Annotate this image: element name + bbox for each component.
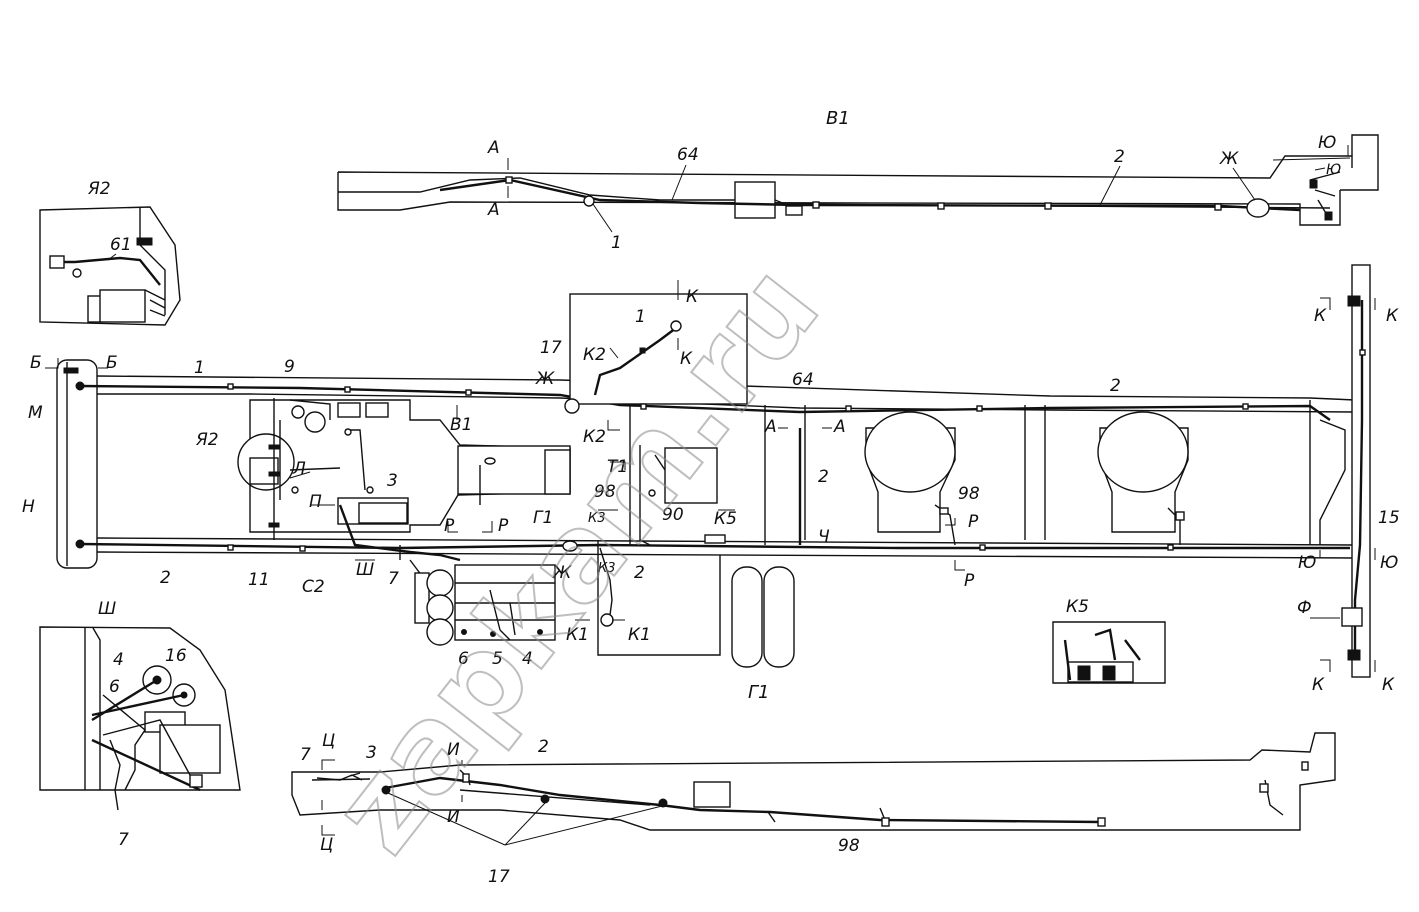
- v1-label-zh: Ж: [1219, 149, 1239, 169]
- v1-label-64: 64: [677, 145, 699, 165]
- v1-label-2: 2: [1114, 147, 1125, 167]
- v1-label-yu-top: Ю: [1318, 133, 1336, 153]
- label-k1-left: К1: [566, 625, 589, 645]
- v1-label-a-top: А: [487, 138, 500, 158]
- label-k2-top: К2: [583, 345, 606, 365]
- label-2-top-right: 2: [1110, 376, 1121, 396]
- label-k-right-top-r: К: [1386, 306, 1399, 326]
- label-2-mid: 2: [818, 467, 829, 487]
- label-90: 90: [662, 505, 684, 525]
- label-98-main: 98: [594, 482, 616, 502]
- label-b-left: Б: [30, 353, 42, 373]
- label-zh-top: Ж: [535, 369, 555, 389]
- label-v1-main: В1: [450, 415, 472, 435]
- label-k2-bottom: К2: [583, 427, 606, 447]
- sh-label-6: 6: [109, 677, 120, 697]
- inset-k5: К5: [1052, 597, 1166, 684]
- label-11: 11: [248, 570, 270, 590]
- label-l: Л: [292, 459, 306, 479]
- label-r-tank-bottom: Р: [964, 571, 975, 591]
- g1-label-ts-bottom: Ц: [320, 835, 333, 855]
- g1-label-ts-top: Ц: [322, 731, 335, 751]
- g1-label-i-bottom: И: [447, 807, 460, 827]
- sh-title: Ш: [98, 599, 116, 619]
- label-4-main: 4: [522, 649, 533, 669]
- label-b-right: Б: [106, 353, 118, 373]
- label-17-main: 17: [540, 338, 562, 358]
- label-k-top: К: [686, 287, 699, 307]
- label-g1-main: Г1: [533, 508, 553, 528]
- g1-label-98: 98: [838, 836, 860, 856]
- view-v1-title: В1: [826, 108, 850, 129]
- label-1-main: 1: [194, 358, 205, 378]
- label-s2: С2: [302, 577, 325, 597]
- inset-ya2: Я2 61: [39, 179, 181, 326]
- sh-label-16: 16: [165, 646, 187, 666]
- label-k-right-top-l: К: [1314, 306, 1327, 326]
- ya2-title: Я2: [87, 179, 111, 199]
- label-2-main: 2: [160, 568, 171, 588]
- label-n: Н: [22, 497, 35, 517]
- view-g1: Г1 7 Ц 3 И И 2 Ц 17 98: [291, 682, 1336, 887]
- g1-label-2: 2: [538, 737, 549, 757]
- label-2-k1: 2: [634, 563, 645, 583]
- label-r-tank-top: Р: [968, 512, 979, 532]
- inset-sh: Ш 4 6 16 7: [39, 599, 241, 850]
- v1-label-a-bottom: А: [487, 200, 500, 220]
- g1-label-3: 3: [366, 743, 377, 763]
- label-yu-left: Ю: [1298, 553, 1316, 573]
- label-r-right: Р: [498, 516, 509, 536]
- label-k-right-bottom-r: К: [1382, 675, 1395, 695]
- label-k-right-bottom-l: К: [1312, 675, 1325, 695]
- label-k3-top: К3: [588, 511, 606, 526]
- label-ch: Ч: [818, 527, 830, 547]
- v1-label-yu-inner: Ю: [1326, 162, 1341, 178]
- label-98-tank: 98: [958, 484, 980, 504]
- label-yu-right: Ю: [1380, 553, 1398, 573]
- label-k3-bottom: К3: [598, 561, 616, 576]
- label-1-k: 1: [635, 307, 646, 327]
- ya2-label-61: 61: [110, 235, 132, 255]
- label-f: Ф: [1297, 598, 1312, 618]
- g1-label-7: 7: [300, 745, 311, 765]
- label-a-right: А: [833, 417, 846, 437]
- label-k1-right: К1: [628, 625, 651, 645]
- g1-label-17: 17: [488, 867, 510, 887]
- g1-label-i-top: И: [447, 740, 460, 760]
- label-k5-main: К5: [714, 509, 737, 529]
- label-9: 9: [284, 357, 295, 377]
- v1-label-1: 1: [611, 233, 622, 253]
- label-a-left: А: [764, 417, 777, 437]
- label-k-bottom: К: [680, 349, 693, 369]
- label-5-main: 5: [492, 649, 503, 669]
- sh-label-4: 4: [113, 650, 124, 670]
- label-m: М: [28, 403, 43, 423]
- label-zh-bottom: Ж: [552, 563, 572, 583]
- label-sh-main: Ш: [356, 560, 374, 580]
- main-plan: Б Б М Н 1 9 Я2 Л П 3 2 11 С2 Ш 7 В1 Р Р …: [22, 264, 1400, 695]
- label-15: 15: [1378, 508, 1400, 528]
- label-t1: Т1: [607, 457, 628, 477]
- k5-title: К5: [1066, 597, 1089, 617]
- label-7-main: 7: [388, 569, 399, 589]
- label-ya2-main: Я2: [195, 430, 219, 450]
- label-3-main: 3: [387, 471, 398, 491]
- view-v1: В1 А А 64 1 2 Ж Ю Ю: [337, 108, 1379, 253]
- label-64-main: 64: [792, 370, 814, 390]
- view-g1-title: Г1: [748, 682, 769, 703]
- label-6-main: 6: [458, 649, 469, 669]
- label-r-left: Р: [444, 516, 455, 536]
- label-p: П: [309, 492, 322, 512]
- sh-label-7: 7: [118, 830, 129, 850]
